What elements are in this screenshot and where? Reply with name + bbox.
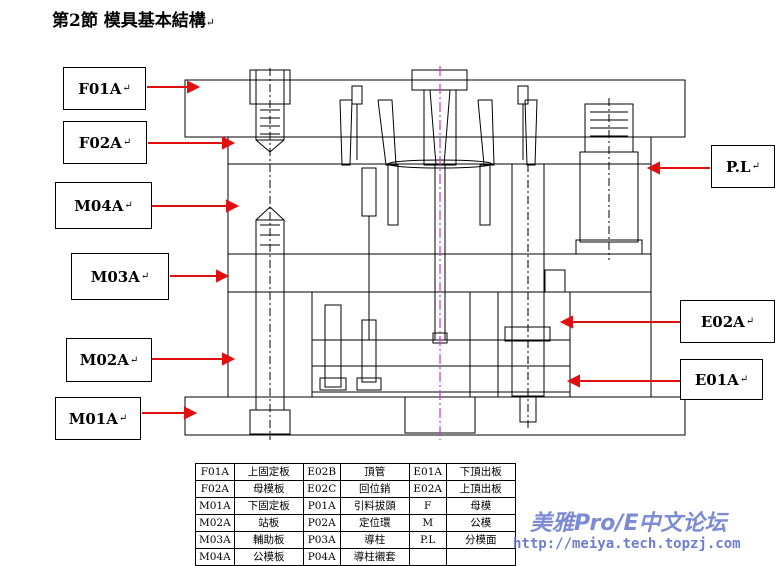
legend-name-cell: 母模板 [233, 480, 304, 498]
legend-name-cell: 站板 [233, 514, 304, 532]
legend-name-cell: 回位銷 [339, 480, 410, 498]
legend-code-cell: P.L [408, 531, 447, 549]
label-m01a-text: M01A [68, 409, 118, 428]
label-pl-mark: ↵ [751, 161, 760, 172]
watermark-title: 美雅Pro/E中文论坛 [530, 511, 727, 536]
label-f02a: F02A↵ [63, 121, 147, 164]
label-e02a-mark: ↵ [745, 316, 755, 327]
label-m01a-mark: ↵ [118, 413, 128, 424]
legend-code-cell: M04A [195, 548, 235, 566]
ejector-plate [311, 365, 571, 393]
label-m04a-mark: ↵ [124, 200, 133, 211]
label-f01a-text: F01A [78, 79, 122, 98]
legend-name-cell: 輔助板 [233, 531, 304, 549]
label-m01a: M01A↵ [55, 397, 141, 440]
heading-mark: ↵ [205, 16, 215, 29]
return-pin-left [361, 167, 377, 217]
legend-code-cell: M [408, 514, 447, 532]
legend-code-cell: M01A [195, 497, 235, 515]
legend-code-cell: E02B [302, 463, 341, 481]
legend-name-cell: 頂管 [339, 463, 410, 481]
label-f02a-text: F02A [78, 133, 122, 152]
label-e02a: E02A↵ [680, 300, 775, 343]
ejector-retainer-plate [311, 339, 571, 367]
page-heading: 第2節 模具基本結構↵ [52, 6, 215, 31]
legend-code-cell: E02C [302, 480, 341, 498]
legend-code-cell: P01A [302, 497, 341, 515]
label-e01a: E01A↵ [680, 359, 763, 400]
label-pl: P.L↵ [711, 145, 775, 188]
label-m02a-mark: ↵ [129, 354, 139, 366]
heading-text: 第2節 模具基本結構 [52, 11, 206, 31]
label-f01a: F01A↵ [63, 67, 146, 110]
legend-code-cell: E02A [408, 480, 447, 498]
legend-code-cell: P04A [302, 548, 341, 566]
legend-code-cell: M02A [195, 514, 235, 532]
legend-name-cell: 導柱 [339, 531, 410, 549]
label-m04a-text: M04A [74, 196, 124, 215]
label-m03a-text: M03A [90, 267, 140, 286]
watermark-url: http://meiya.tech.topzj.com [513, 536, 741, 552]
legend-code-cell [408, 548, 447, 566]
legend-code-cell: F [408, 497, 447, 515]
support-pillar [469, 291, 499, 398]
label-e02a-text: E02A [700, 312, 745, 331]
legend-code-cell: F01A [195, 463, 235, 481]
legend-code-cell: M03A [195, 531, 235, 549]
label-m02a: M02A↵ [66, 338, 152, 382]
legend-name-cell: 分模面 [445, 531, 516, 549]
legend-name-cell: 上固定板 [233, 463, 304, 481]
legend-name-cell: 導柱襯套 [339, 548, 410, 566]
legend-code-cell: E01A [408, 463, 447, 481]
legend-name-cell: 上頂出板 [445, 480, 516, 498]
legend-code-cell: P02A [302, 514, 341, 532]
label-m03a: M03A↵ [71, 253, 169, 300]
legend-name-cell: 公模 [445, 514, 516, 532]
legend-name-cell: 下固定板 [233, 497, 304, 515]
label-e01a-text: E01A [694, 370, 739, 389]
legend-name-cell: 母模 [445, 497, 516, 515]
bottom-clamp-plate [184, 396, 686, 436]
label-f02a-mark: ↵ [122, 137, 132, 148]
legend-name-cell: 下頂出板 [445, 463, 516, 481]
legend-name-cell [445, 548, 516, 566]
label-m02a-text: M02A [79, 351, 129, 369]
label-m03a-mark: ↵ [140, 271, 150, 282]
legend-name-cell: 公模板 [233, 548, 304, 566]
label-e01a-mark: ↵ [739, 374, 749, 385]
legend-code-cell: P03A [302, 531, 341, 549]
label-pl-text: P.L [726, 157, 751, 176]
label-f01a-mark: ↵ [122, 83, 131, 94]
legend-code-cell: F02A [195, 480, 235, 498]
label-m04a: M04A↵ [55, 182, 152, 229]
legend-name-cell: 引料拔頭 [339, 497, 410, 515]
legend-name-cell: 定位環 [339, 514, 410, 532]
